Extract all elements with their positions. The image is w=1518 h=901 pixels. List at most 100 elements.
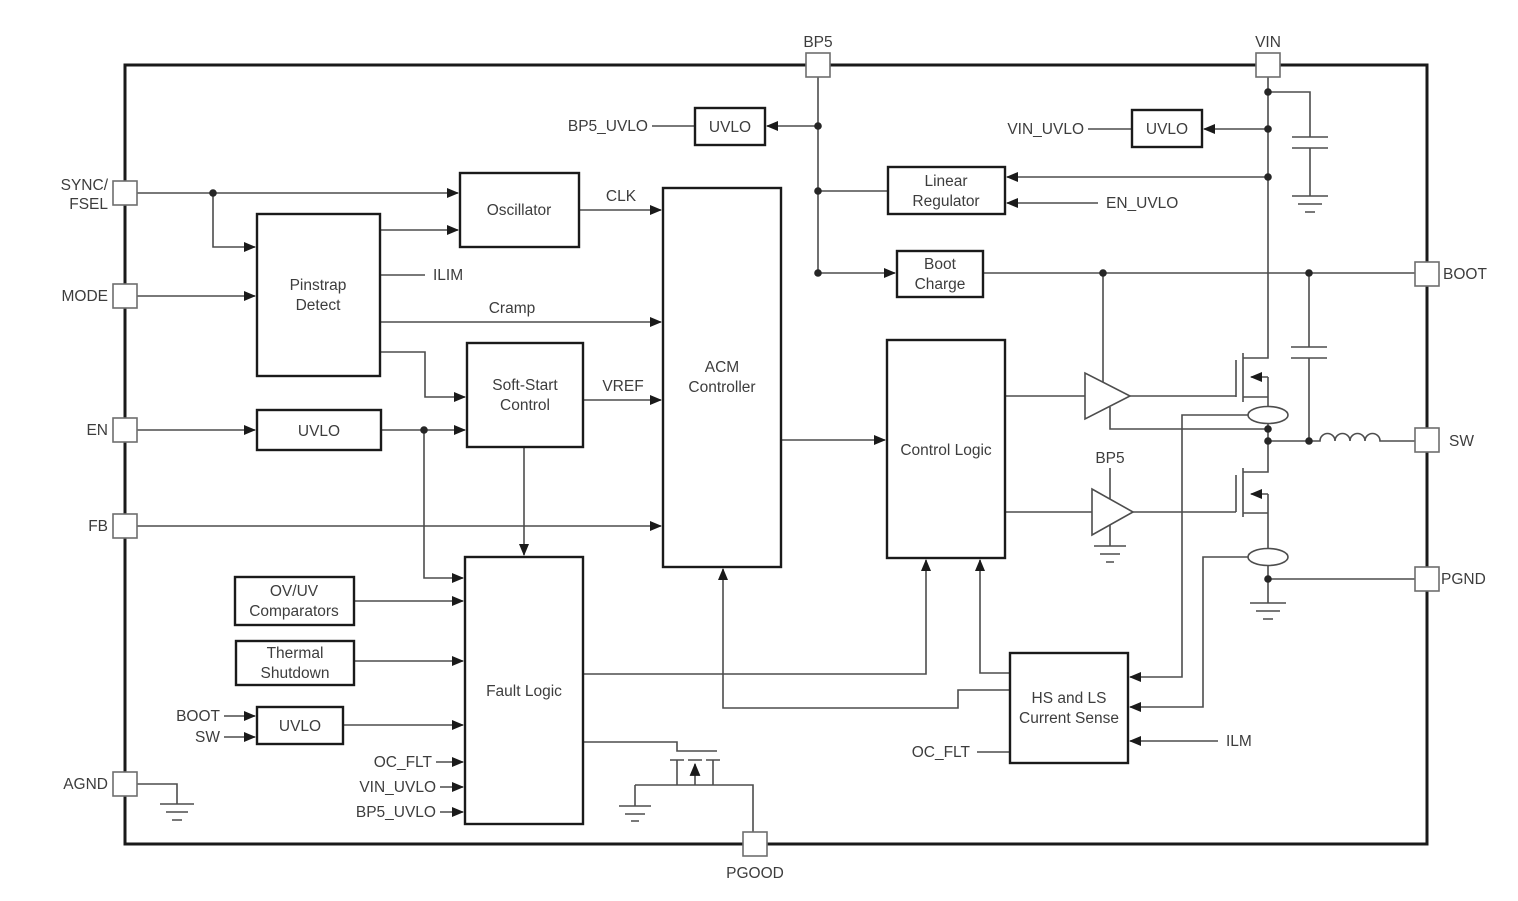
wire-currentsense-to-controllogic — [975, 559, 1010, 674]
wire-ls-sense-to-currentsense — [1129, 556, 1248, 712]
acm-label-1: ACM — [705, 359, 739, 376]
pin-fb — [112, 513, 138, 539]
signal-label-bp5-driver: BP5 — [1095, 450, 1124, 467]
pinstrap-label-1: Pinstrap — [290, 277, 347, 294]
pin-sync-fsel — [112, 180, 138, 206]
wire-enuvlo-to-faultlogic — [423, 430, 464, 583]
signal-label-en-uvlo: EN_UVLO — [1106, 195, 1178, 212]
wire-hs-sense-to-currentsense — [1129, 414, 1248, 682]
oscillator-label: Oscillator — [487, 202, 552, 219]
wire-sw-inductor — [1268, 432, 1415, 442]
block-thermal-shutdown: Thermal Shutdown — [234, 639, 356, 687]
block-boot-charge: Boot Charge — [895, 249, 985, 299]
wire-pgood-rail — [635, 784, 754, 832]
pin-sw — [1414, 427, 1440, 453]
thermal-label-2: Shutdown — [261, 665, 330, 682]
pin-label-pgood: PGOOD — [726, 865, 784, 882]
block-current-sense: HS and LS Current Sense — [1008, 651, 1130, 765]
signal-label-ilim: ILIM — [433, 267, 463, 284]
boot-charge-label-2: Charge — [915, 276, 966, 293]
block-acm-controller: ACM Controller — [661, 186, 783, 569]
lsdriver-ground-icon — [1094, 545, 1126, 563]
acm-label-2: Controller — [688, 379, 755, 396]
pin-pgood — [742, 831, 768, 857]
wire-agnd-to-ground — [137, 783, 178, 804]
wire-sw-to-hsdriver-ref — [1109, 407, 1268, 430]
block-vin-uvlo: UVLO — [1130, 108, 1204, 149]
pin-label-en: EN — [86, 422, 108, 439]
thermal-label-1: Thermal — [267, 645, 324, 662]
boot-charge-label-1: Boot — [924, 256, 957, 273]
current-sense-label-2: Current Sense — [1019, 710, 1119, 727]
signal-label-vin-uvlo: VIN_UVLO — [1007, 121, 1084, 138]
signal-label-vref: VREF — [602, 378, 643, 395]
soft-start-label-1: Soft-Start — [492, 377, 558, 394]
block-ovuv-comparators: OV/UV Comparators — [233, 575, 356, 627]
wire-vin-cap-top — [1268, 91, 1311, 137]
ls-ground-icon — [1250, 602, 1286, 620]
fault-logic-label: Fault Logic — [486, 683, 562, 700]
wire-sw-to-ls-drain — [1243, 441, 1269, 473]
pin-label-sync: SYNC/ — [61, 177, 109, 194]
agnd-ground-icon — [160, 803, 194, 821]
signal-label-cramp: Cramp — [489, 300, 536, 317]
pin-label-boot: BOOT — [1443, 266, 1487, 283]
pin-vin — [1255, 52, 1281, 78]
soft-start-label-2: Control — [500, 397, 550, 414]
signal-labels: CLK ILIM Cramp VREF BP5_UVLO VIN_UVLO EN… — [176, 118, 1252, 821]
signal-label-bp5-uvlo-in: BP5_UVLO — [356, 804, 436, 821]
signal-label-ilm: ILM — [1226, 733, 1252, 750]
wire-sync-to-pinstrap — [212, 193, 256, 252]
ovuv-label-1: OV/UV — [270, 583, 319, 600]
wire-faultlogic-to-pgood-gate — [583, 741, 717, 752]
pin-label-vin: VIN — [1255, 34, 1281, 51]
pin-pgnd — [1414, 566, 1440, 592]
wires — [137, 77, 1415, 832]
wire-vin-rail — [1243, 77, 1269, 359]
vin-cap-ground-icon — [1292, 195, 1328, 213]
signal-label-sw-in: SW — [195, 729, 220, 746]
signal-label-vin-uvlo-in: VIN_UVLO — [359, 779, 436, 796]
ls-gate-driver-icon — [1091, 487, 1135, 537]
block-oscillator: Oscillator — [458, 171, 581, 249]
signal-label-oc-flt-cs: OC_FLT — [912, 744, 971, 761]
pin-mode — [112, 283, 138, 309]
block-bootsw-uvlo: UVLO — [255, 705, 345, 746]
block-pinstrap-detect: Pinstrap Detect — [255, 212, 382, 378]
bootsw-uvlo-label: UVLO — [279, 718, 321, 735]
wire-faultlogic-to-controllogic — [583, 559, 931, 675]
pin-label-pgnd: PGND — [1441, 571, 1486, 588]
ls-current-sense-icon — [1247, 547, 1289, 567]
block-linear-regulator: Linear Regulator — [886, 165, 1007, 216]
block-control-logic: Control Logic — [885, 338, 1007, 560]
pin-labels: BP5 VIN SYNC/ FSEL MODE EN FB AGND BOOT … — [61, 34, 1488, 882]
pin-en — [112, 417, 138, 443]
pin-bp5 — [805, 52, 831, 78]
control-logic-label: Control Logic — [900, 442, 992, 459]
pin-squares — [112, 52, 1440, 857]
pin-agnd — [112, 771, 138, 797]
block-fault-logic: Fault Logic — [463, 555, 585, 826]
pin-label-agnd: AGND — [63, 776, 108, 793]
pin-label-bp5: BP5 — [803, 34, 832, 51]
pin-label-fsel: FSEL — [69, 196, 108, 213]
chip-outline — [123, 63, 1429, 846]
en-uvlo-label: UVLO — [298, 423, 340, 440]
junction-dots — [209, 88, 1313, 583]
signal-label-boot-in: BOOT — [176, 708, 220, 725]
block-en-uvlo: UVLO — [255, 408, 383, 452]
hs-current-sense-icon — [1247, 405, 1289, 425]
pin-label-fb: FB — [88, 518, 108, 535]
linreg-label-2: Regulator — [912, 193, 979, 210]
pgoodfet-ground-icon — [619, 805, 651, 822]
block-soft-start-control: Soft-Start Control — [465, 341, 585, 449]
vin-uvlo-label: UVLO — [1146, 121, 1188, 138]
block-bp5-uvlo: UVLO — [693, 106, 767, 147]
wire-pinstrap-to-softstart — [380, 351, 466, 402]
pinstrap-label-2: Detect — [296, 297, 341, 314]
signal-label-bp5-uvlo: BP5_UVLO — [568, 118, 648, 135]
ovuv-label-2: Comparators — [249, 603, 339, 620]
signal-label-oc-flt: OC_FLT — [374, 754, 433, 771]
